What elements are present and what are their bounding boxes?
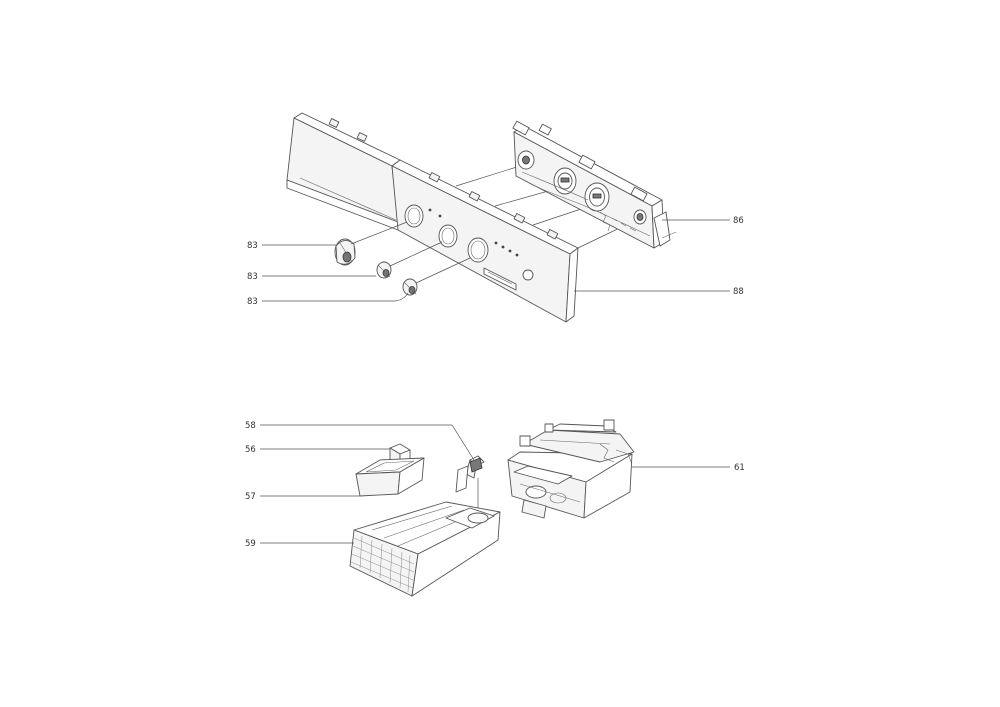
part-61-housing: [507, 419, 635, 519]
control-unit-86: [512, 120, 677, 249]
svg-text:58: 58: [245, 421, 256, 431]
part-57-siphon: [355, 457, 425, 497]
svg-text:56: 56: [245, 445, 256, 455]
knob-83-middle: [376, 261, 392, 279]
part-58-siphon-cap: [455, 455, 485, 508]
callout-86: 86: [662, 216, 744, 226]
svg-text:57: 57: [245, 492, 256, 502]
callout-83-c: 83: [247, 292, 409, 307]
panel-fascia-left: [286, 112, 401, 231]
svg-text:83: 83: [247, 272, 258, 282]
drawer-grille: [350, 535, 415, 593]
control-panel-assembly: [286, 112, 677, 323]
callout-57: 57: [245, 492, 360, 502]
knob-83-large: [334, 238, 356, 266]
svg-text:86: 86: [733, 216, 744, 226]
svg-text:83: 83: [247, 241, 258, 251]
dispenser-assembly: [349, 419, 635, 597]
callout-83-b: 83: [247, 272, 376, 282]
part-59-drawer: [349, 501, 501, 597]
svg-text:61: 61: [734, 463, 745, 473]
callout-56: 56: [245, 445, 390, 455]
callout-59: 59: [245, 539, 354, 549]
callout-88: 88: [574, 287, 744, 297]
panel-fascia-main: [391, 159, 579, 323]
knob-83-small: [402, 278, 418, 296]
svg-text:83: 83: [247, 297, 258, 307]
callout-61: 61: [632, 463, 745, 473]
callout-58: 58: [245, 421, 475, 461]
svg-text:88: 88: [733, 287, 744, 297]
svg-text:59: 59: [245, 539, 256, 549]
callout-83-a: 83: [247, 241, 336, 251]
